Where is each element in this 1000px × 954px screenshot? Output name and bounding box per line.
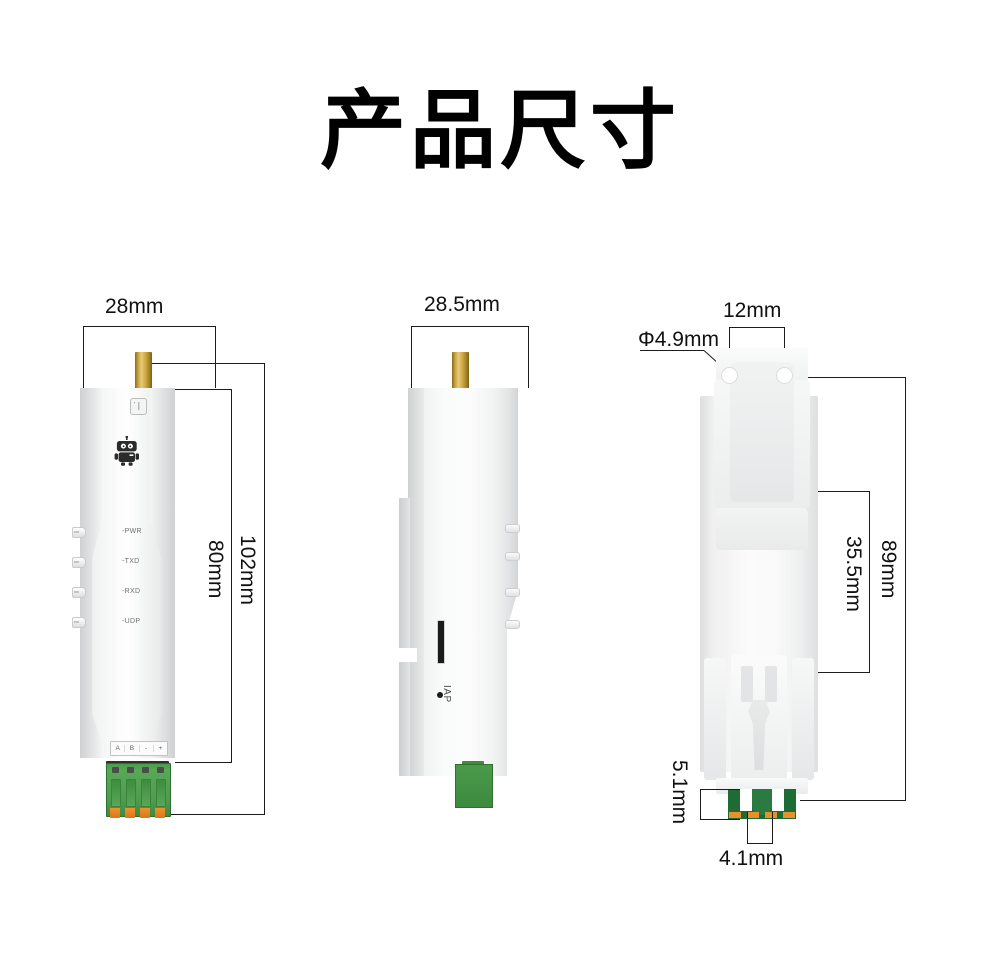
body-height-bottom-lead	[175, 762, 232, 763]
din-rail-clip-icon-left	[704, 658, 726, 780]
mounting-hole-icon-right	[776, 367, 793, 384]
rear-total-height-bottom-lead	[800, 800, 906, 801]
clip-height-top-lead	[818, 491, 870, 492]
led-label-pwr: -PWR	[122, 528, 142, 535]
rear-inner-recess	[730, 362, 794, 502]
card-slot-icon	[437, 620, 445, 664]
din-rail-clip-icon-right	[792, 658, 814, 780]
front-width-label: 28mm	[105, 295, 164, 318]
rear-pcb-gap-left	[740, 789, 752, 811]
hole-diameter-label: Φ4.9mm	[638, 328, 719, 351]
din-rail-clip-slot-left	[741, 666, 753, 702]
front-width-dim-tick-left	[83, 326, 84, 388]
led-label-rxd: -RXD	[122, 588, 141, 595]
side-terminal-block	[455, 764, 493, 808]
hole-spacing-dim-line	[729, 327, 785, 328]
terminal-screw-4	[157, 767, 164, 773]
mounting-hole-icon-left	[721, 367, 738, 384]
side-depth-tick-right	[528, 326, 529, 388]
front-width-dim-line	[83, 326, 216, 327]
terminal-legend-b: B	[124, 745, 138, 752]
sma-antenna-connector-side	[452, 352, 469, 390]
pin-width-tick-right	[772, 812, 773, 844]
robot-logo-icon	[114, 435, 140, 466]
side-case-left-edge	[408, 388, 424, 776]
rear-total-height-dim-line	[905, 377, 906, 801]
led-pipe-txd	[72, 557, 86, 568]
body-height-top-lead	[175, 389, 232, 390]
front-view: 28mm 102mm 80mm	[0, 0, 300, 954]
iap-button-icon[interactable]	[437, 692, 443, 698]
led-pipe-pwr	[72, 527, 86, 538]
terminal-legend: A B - +	[110, 741, 168, 756]
terminal-screw-1	[112, 767, 119, 773]
side-depth-label: 28.5mm	[424, 293, 500, 316]
rear-pcb-gap-right	[772, 789, 784, 811]
rear-pcb-pad-4	[783, 812, 795, 818]
terminal-screw-2	[127, 767, 134, 773]
side-led-nub-4	[505, 620, 520, 629]
terminal-legend-minus: -	[138, 745, 153, 752]
page-title: 产品尺寸	[320, 81, 680, 181]
side-depth-dim-line	[411, 326, 529, 327]
side-led-nub-3	[505, 588, 520, 597]
rear-total-height-top-lead	[786, 377, 906, 378]
pin-height-top-lead	[700, 789, 740, 790]
led-pipe-udp	[72, 617, 86, 628]
led-label-txd: -TXD	[122, 558, 140, 565]
terminal-slot-2	[126, 779, 136, 807]
terminal-slot-1	[111, 779, 121, 807]
rear-total-height-label: 89mm	[877, 540, 900, 599]
side-led-nub-1	[505, 524, 520, 533]
pin-width-dim-line	[747, 843, 773, 844]
front-width-dim-tick-right	[215, 326, 216, 388]
clip-height-dim-line	[869, 491, 870, 673]
pin-height-bottom-lead	[700, 819, 740, 820]
clip-height-bottom-lead	[812, 672, 870, 673]
terminal-slot-4	[156, 779, 166, 807]
total-height-dim-line	[264, 363, 265, 815]
din-rail-clip-slot-right	[765, 666, 777, 702]
hole-spacing-label: 12mm	[723, 299, 782, 322]
antenna-icon	[130, 398, 147, 415]
terminal-pin-4	[155, 808, 165, 818]
din-rail-notch	[399, 648, 417, 662]
side-terminal-lip	[462, 761, 484, 766]
din-rail-tab	[399, 498, 410, 776]
pin-width-label: 4.1mm	[719, 847, 784, 870]
terminal-slot-3	[141, 779, 151, 807]
terminal-pin-1	[110, 808, 120, 818]
side-case-body	[408, 388, 518, 776]
clip-height-label: 35.5mm	[842, 536, 865, 612]
led-pipe-rxd	[72, 587, 86, 598]
led-label-udp: -UDP	[122, 618, 141, 625]
terminal-legend-a: A	[115, 745, 120, 752]
side-depth-tick-left	[411, 326, 412, 388]
rear-pcb-center-pin	[752, 789, 772, 815]
terminal-legend-plus: +	[152, 745, 167, 752]
rear-pcb-pad-3	[765, 812, 777, 818]
rear-lower-panel	[716, 508, 808, 550]
pin-height-label: 5.1mm	[668, 760, 691, 825]
rear-pcb-pad-1	[729, 812, 741, 818]
terminal-screw-3	[142, 767, 149, 773]
terminal-pin-2	[125, 808, 135, 818]
sma-antenna-connector	[135, 352, 152, 390]
side-led-nub-2	[505, 552, 520, 561]
terminal-pin-3	[140, 808, 150, 818]
iap-label: IAP	[441, 685, 452, 703]
total-height-top-lead	[152, 363, 265, 364]
pin-width-tick-left	[747, 812, 748, 844]
total-height-bottom-lead	[168, 814, 265, 815]
pin-height-dim-line	[700, 789, 701, 820]
hole-diameter-leader-horizontal	[640, 350, 704, 351]
body-height-dim-line	[231, 389, 232, 763]
rear-pcb-pad-2	[747, 812, 759, 818]
